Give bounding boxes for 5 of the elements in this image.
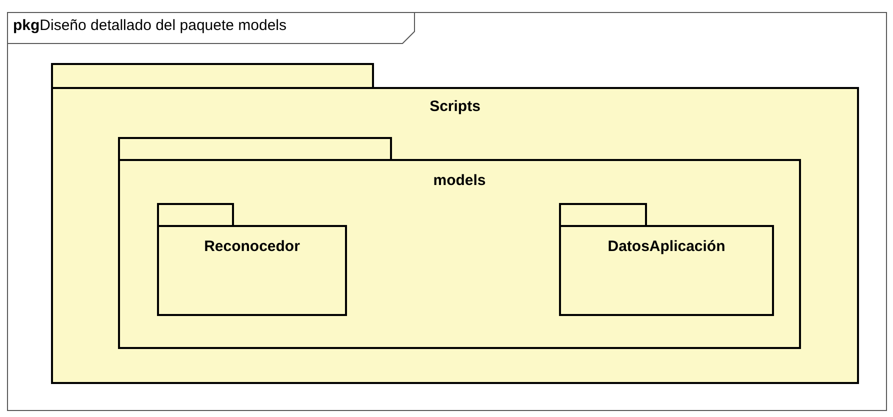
package-name: models	[433, 172, 486, 189]
package-name: DatosAplicación	[608, 238, 726, 255]
diagram-title: pkgDiseño detallado del paquete models	[13, 17, 287, 34]
package-name: Scripts	[430, 98, 480, 115]
package-name: Reconocedor	[204, 238, 300, 255]
